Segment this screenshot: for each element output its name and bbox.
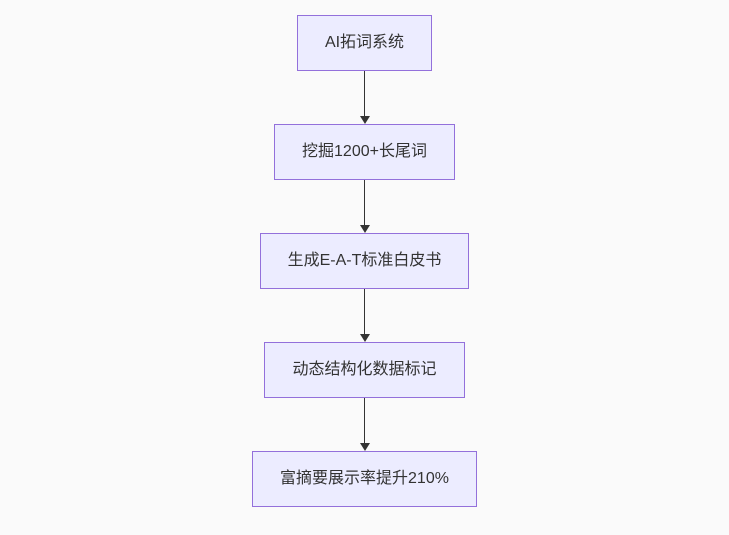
flowchart-edge-4 [359, 398, 370, 451]
flowchart-edge-1 [359, 71, 370, 124]
arrowhead-down-icon [359, 225, 370, 233]
flowchart-node-ai-word-expansion-system: AI拓词系统 [296, 15, 433, 71]
node-label: 动态结构化数据标记 [292, 361, 437, 378]
flowchart-edge-2 [359, 180, 370, 233]
node-label: AI拓词系统 [324, 34, 405, 51]
flowchart-node-mine-longtail-keywords: 挖掘1200+长尾词 [274, 124, 455, 180]
edge-line [363, 71, 366, 116]
node-label: 挖掘1200+长尾词 [302, 143, 427, 160]
arrowhead-down-icon [359, 116, 370, 124]
flowchart-node-rich-snippet-rate-increase: 富摘要展示率提升210% [252, 451, 477, 507]
edge-line [363, 180, 366, 225]
flowchart-node-dynamic-structured-data-markup: 动态结构化数据标记 [264, 342, 465, 398]
edge-line [363, 289, 366, 334]
arrowhead-down-icon [359, 443, 370, 451]
edge-line [363, 398, 366, 443]
node-label: 生成E-A-T标准白皮书 [287, 252, 442, 269]
arrowhead-down-icon [359, 334, 370, 342]
flowchart-node-generate-eat-whitepaper: 生成E-A-T标准白皮书 [259, 233, 470, 289]
flowchart-edge-3 [359, 289, 370, 342]
node-label: 富摘要展示率提升210% [280, 470, 449, 487]
